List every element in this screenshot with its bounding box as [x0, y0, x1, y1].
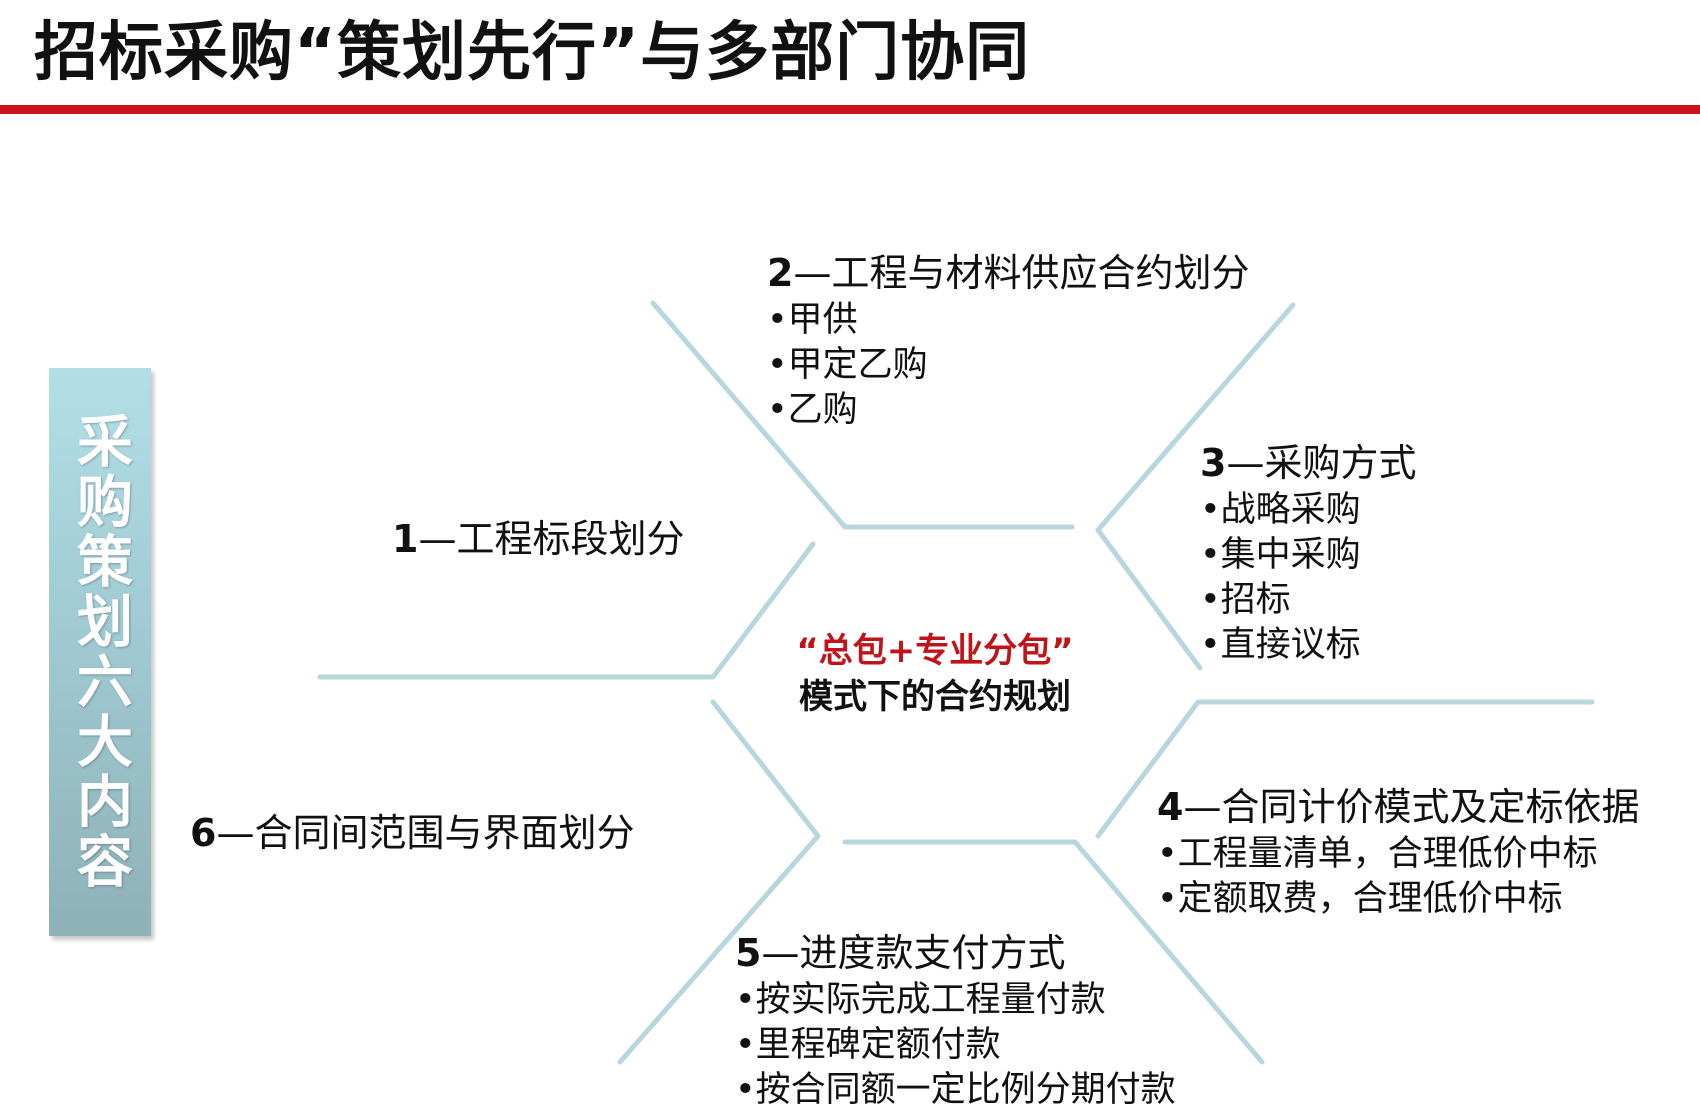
list-item: 集中采购 [1200, 533, 1416, 578]
list-item: 工程量清单，合理低价中标 [1157, 832, 1639, 877]
list-item: 战略采购 [1200, 488, 1416, 533]
center-node: “总包+专业分包” 模式下的合约规划 [730, 628, 1140, 720]
list-item: 甲供 [767, 298, 1249, 343]
branch-5-list: 按实际完成工程量付款 里程碑定额付款 按合同额一定比例分期付款 [735, 978, 1176, 1113]
center-caption: 模式下的合约规划 [799, 677, 1071, 717]
branch-2-list: 甲供 甲定乙购 乙购 [767, 298, 1249, 433]
connector-branch-2 [650, 300, 1075, 530]
list-item: 直接议标 [1200, 623, 1416, 668]
branch-1-heading: 1—工程标段划分 [392, 517, 685, 561]
list-item: 按实际完成工程量付款 [735, 978, 1176, 1023]
connector-branch-5 [617, 833, 821, 1065]
connector-branch-5b [842, 839, 1265, 1065]
branch-6: 6—合同间范围与界面划分 [190, 808, 634, 858]
branch-1: 1—工程标段划分 [392, 514, 684, 564]
list-item: 定额取费，合理低价中标 [1157, 877, 1639, 922]
connector-branch-1 [317, 541, 816, 680]
list-item: 按合同额一定比例分期付款 [735, 1068, 1176, 1113]
branch-2-heading: 2—工程与材料供应合约划分 [767, 251, 1250, 295]
branch-3-heading: 3—采购方式 [1200, 441, 1417, 485]
branch-4-heading: 4—合同计价模式及定标依据 [1157, 785, 1640, 829]
page-title: 招标采购“策划先行”与多部门协同 [34, 16, 1031, 90]
list-item: 乙购 [767, 388, 1249, 433]
side-banner: 采购策划六大内容 [49, 368, 151, 936]
branch-2: 2—工程与材料供应合约划分 甲供 甲定乙购 乙购 [767, 248, 1249, 433]
branch-3: 3—采购方式 战略采购 集中采购 招标 直接议标 [1200, 438, 1416, 668]
list-item: 甲定乙购 [767, 343, 1249, 388]
branch-4-list: 工程量清单，合理低价中标 定额取费，合理低价中标 [1157, 832, 1639, 922]
branch-4: 4—合同计价模式及定标依据 工程量清单，合理低价中标 定额取费，合理低价中标 [1157, 782, 1639, 922]
list-item: 里程碑定额付款 [735, 1023, 1176, 1068]
side-banner-label: 采购策划六大内容 [67, 412, 133, 892]
center-highlight: “总包+专业分包” [796, 631, 1074, 671]
connector-branch-4 [1095, 699, 1595, 839]
branch-5-heading: 5—进度款支付方式 [735, 931, 1066, 975]
branch-5: 5—进度款支付方式 按实际完成工程量付款 里程碑定额付款 按合同额一定比例分期付… [735, 928, 1176, 1113]
branch-6-heading: 6—合同间范围与界面划分 [190, 811, 635, 855]
branch-3-list: 战略采购 集中采购 招标 直接议标 [1200, 488, 1416, 668]
connector-branch-6 [710, 699, 821, 839]
title-underline [0, 105, 1700, 114]
list-item: 招标 [1200, 578, 1416, 623]
